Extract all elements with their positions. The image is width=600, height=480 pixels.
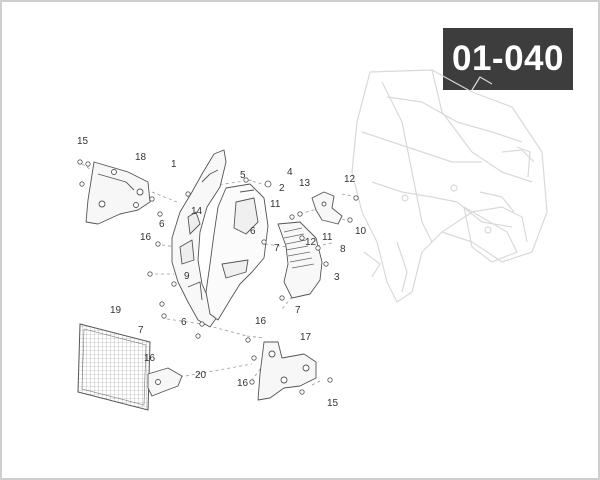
callout-14: 14 xyxy=(191,206,203,217)
diagram-code-badge: 01-040 xyxy=(443,28,573,90)
callout-1: 1 xyxy=(171,159,177,170)
callout-13: 13 xyxy=(299,178,311,189)
fasteners xyxy=(77,159,359,395)
callout-16c: 16 xyxy=(144,353,156,364)
frame-outline-sketch xyxy=(351,69,548,303)
part-13-mount-bracket xyxy=(311,191,343,225)
callout-7b: 7 xyxy=(295,305,301,316)
callout-labels: 1 2 3 4 5 6 6 6 7 7 7 8 9 10 11 11 12 12… xyxy=(77,136,367,409)
part-17-lower-bracket xyxy=(257,341,317,401)
callout-15a: 15 xyxy=(77,136,89,147)
callout-10: 10 xyxy=(355,226,367,237)
part-19-radiator-mesh xyxy=(77,323,151,411)
callout-6b: 6 xyxy=(250,226,256,237)
callout-18: 18 xyxy=(135,152,147,163)
callout-7c: 7 xyxy=(274,243,280,254)
callout-11a: 11 xyxy=(270,199,281,210)
part-18-bracket xyxy=(85,161,151,225)
part-1-side-panel xyxy=(171,149,227,328)
callout-6a: 6 xyxy=(159,219,165,230)
part-14-inner-panel xyxy=(205,183,269,321)
callout-17: 17 xyxy=(300,332,312,343)
callout-8: 8 xyxy=(340,244,346,255)
callout-6c: 6 xyxy=(181,317,187,328)
callout-12a: 12 xyxy=(344,174,356,185)
callout-16a: 16 xyxy=(140,232,152,243)
callout-16d: 16 xyxy=(237,378,249,389)
part-3-grille-cover xyxy=(277,221,323,299)
callout-11b: 11 xyxy=(322,232,333,243)
callout-2: 2 xyxy=(279,183,285,194)
callout-12b: 12 xyxy=(305,237,317,248)
callout-5: 5 xyxy=(240,170,246,181)
callout-15b: 15 xyxy=(327,398,339,409)
callout-16b: 16 xyxy=(255,316,267,327)
callout-7a: 7 xyxy=(138,325,144,336)
callout-4: 4 xyxy=(287,167,293,178)
callout-20: 20 xyxy=(195,370,207,381)
callout-3: 3 xyxy=(334,272,340,283)
part-20-radiator-bracket xyxy=(147,367,183,397)
callout-19: 19 xyxy=(110,305,122,316)
callout-9: 9 xyxy=(184,271,190,282)
